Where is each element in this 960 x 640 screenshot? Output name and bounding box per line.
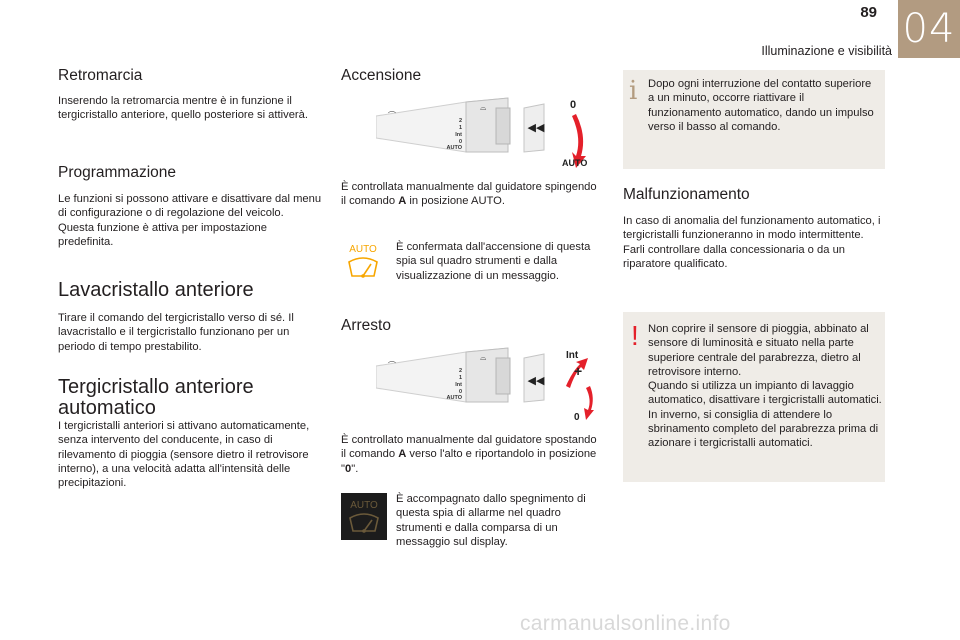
off-lamp-text: È accompagnato dallo spegnimento di ques… bbox=[396, 493, 586, 548]
auto-wiper-lamp-on: AUTO bbox=[341, 238, 385, 284]
auto-wiper-lamp-off: AUTO bbox=[341, 493, 387, 540]
accensione-text: È controllata manualmente dal guidatore … bbox=[341, 180, 603, 209]
stalk-label-auto: AUTO bbox=[447, 395, 463, 401]
arresto-text-part1: È controllato manualmente dal guidatore … bbox=[341, 434, 597, 461]
automatico-heading: Tergicristallo anteriore automatico bbox=[58, 377, 254, 419]
info-note-text: Dopo ogni interruzione del contatto supe… bbox=[648, 78, 874, 133]
plus-icon: + bbox=[574, 363, 582, 379]
position-zero-label: 0 bbox=[344, 462, 352, 475]
bottom-position-mark: 0 bbox=[574, 412, 580, 423]
lavacristallo-heading: Lavacristallo anteriore bbox=[58, 279, 254, 301]
warning-note-box: ! Non coprire il sensore di pioggia, abb… bbox=[623, 312, 885, 482]
off-lamp-label: AUTO bbox=[350, 500, 378, 511]
arresto-heading: Arresto bbox=[341, 317, 391, 334]
watermark: carmanualsonline.info bbox=[520, 612, 731, 635]
programmazione-heading: Programmazione bbox=[58, 164, 177, 181]
stalk-position-labels: 2 1 Int 0 AUTO bbox=[447, 368, 463, 401]
malfunzionamento-text: In caso di anomalia del funzionamento au… bbox=[623, 215, 881, 270]
control-a-label: A bbox=[398, 195, 407, 208]
stalk-label-auto: AUTO bbox=[447, 145, 463, 151]
stalk-label-int: Int bbox=[455, 132, 462, 138]
malfunzionamento-heading: Malfunzionamento bbox=[623, 186, 750, 203]
chapter-tab: 04 bbox=[898, 0, 960, 58]
auto-lamp-text: È confermata dall'accensione di questa s… bbox=[396, 241, 591, 282]
wiper-symbol: ⌓ bbox=[480, 353, 487, 362]
down-arrow-icon bbox=[584, 386, 594, 420]
automatico-text: I tergicristalli anteriori si attivano a… bbox=[58, 420, 310, 490]
programmazione-text: Le funzioni si possono attivare e disatt… bbox=[58, 193, 322, 248]
rewind-icon: ◀◀ bbox=[528, 374, 545, 387]
washer-symbol: ⌒ bbox=[388, 111, 396, 120]
stalk-label-0: 0 bbox=[459, 389, 462, 395]
auto-lamp-label: AUTO bbox=[349, 244, 377, 255]
info-icon: i bbox=[629, 76, 638, 106]
accensione-text-part1: È controllata manualmente dal guidatore … bbox=[341, 181, 597, 208]
rewind-icon: ◀◀ bbox=[528, 121, 545, 134]
arresto-text-part3: ". bbox=[351, 462, 359, 475]
auto-wiper-icon: AUTO bbox=[348, 244, 378, 278]
warning-note-text-3: In inverno, si consiglia di attendere lo… bbox=[648, 408, 879, 450]
retromarcia-text: Inserendo la retromarcia mentre è in fun… bbox=[58, 95, 308, 122]
retromarcia-heading: Retromarcia bbox=[58, 67, 143, 84]
control-a-label: A bbox=[398, 448, 407, 461]
stalk-label-int: Int bbox=[455, 382, 462, 388]
wiper-stalk-body bbox=[376, 97, 545, 153]
lavacristallo-text: Tirare il comando del tergicristallo ver… bbox=[58, 312, 294, 353]
stalk-label-0: 0 bbox=[459, 139, 462, 145]
arresto-text-part2: verso l'alto e riportandolo in posizione… bbox=[341, 448, 597, 475]
accensione-heading: Accensione bbox=[341, 67, 422, 84]
down-arrow-icon bbox=[572, 114, 586, 168]
up-arrow-icon bbox=[566, 358, 588, 388]
wiper-stalk-illustration-on: ⌒ ⌓ 2 1 Int 0 AUTO ◀◀ 0 AUTO bbox=[376, 97, 587, 168]
warning-icon: ! bbox=[631, 320, 639, 351]
auto-wiper-dark-icon: AUTO bbox=[349, 500, 379, 533]
stalk-position-labels: 2 1 Int 0 AUTO bbox=[447, 118, 463, 151]
stalk-label-1: 1 bbox=[459, 375, 462, 381]
warning-note-text-1: Non coprire il sensore di pioggia, abbin… bbox=[648, 323, 869, 378]
warning-note-text-2: Quando si utilizza un impianto di lavagg… bbox=[648, 380, 882, 407]
page-number: 89 bbox=[860, 4, 877, 21]
bottom-position-mark: AUTO bbox=[562, 158, 587, 168]
arresto-text: È controllato manualmente dal guidatore … bbox=[341, 433, 603, 476]
accensione-text-part2: in posizione AUTO. bbox=[406, 195, 505, 208]
section-title: Illuminazione e visibilità bbox=[761, 44, 892, 58]
stalk-label-1: 1 bbox=[459, 125, 462, 131]
wiper-stalk-body bbox=[376, 347, 545, 403]
automatico-heading-line1: Tergicristallo anteriore bbox=[58, 376, 254, 398]
automatico-heading-line2: automatico bbox=[58, 397, 156, 419]
stalk-label-2: 2 bbox=[459, 118, 462, 124]
stalk-label-2: 2 bbox=[459, 368, 462, 374]
top-position-mark: Int bbox=[566, 350, 579, 361]
wiper-symbol: ⌓ bbox=[480, 103, 487, 112]
warning-note-content: Non coprire il sensore di pioggia, abbin… bbox=[648, 322, 882, 451]
washer-symbol: ⌒ bbox=[388, 361, 396, 370]
top-position-mark: 0 bbox=[570, 99, 576, 111]
wiper-stalk-illustration-off: ⌒ ⌓ 2 1 Int 0 AUTO ◀◀ Int + 0 bbox=[376, 347, 594, 423]
info-note-box: i Dopo ogni interruzione del contatto su… bbox=[623, 70, 885, 169]
